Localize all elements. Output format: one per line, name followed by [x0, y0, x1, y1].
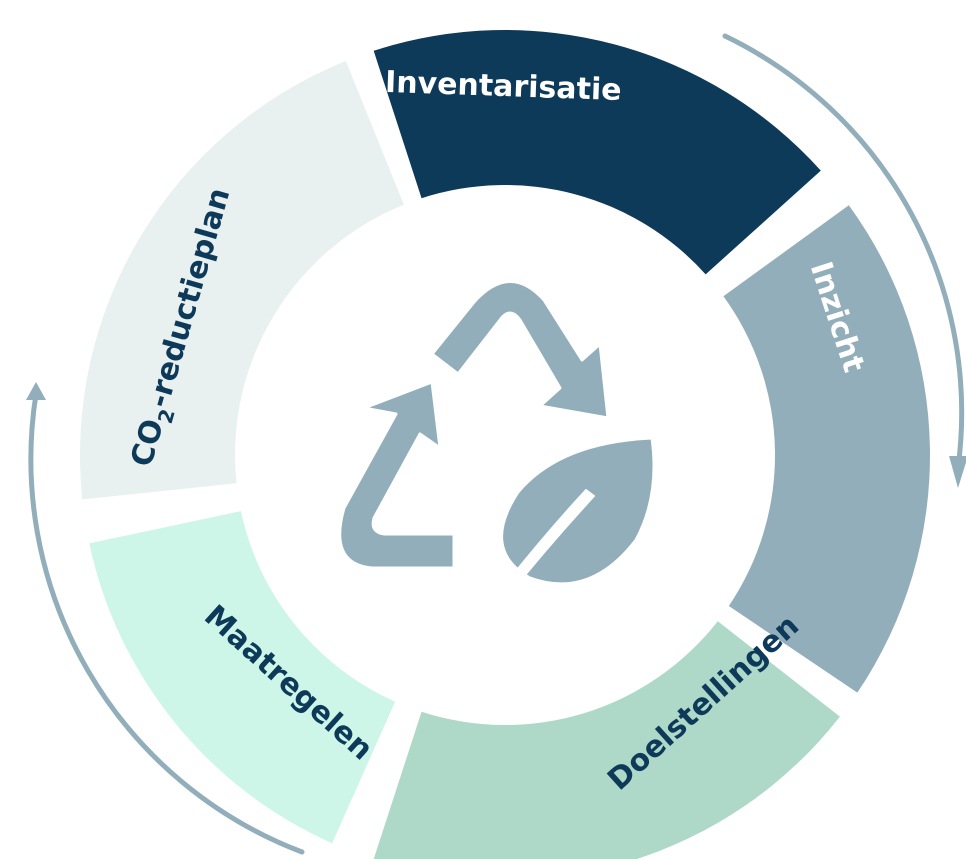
segment-inzicht	[723, 205, 930, 693]
right-cycle-arrow-icon	[722, 33, 966, 488]
cycle-ring	[79, 30, 930, 859]
segment-maatregelen	[89, 511, 396, 844]
segment-co2-reductieplan	[79, 60, 404, 500]
segment-inventarisatie	[373, 30, 821, 275]
recycle-leaf-icon	[338, 280, 656, 597]
segment-label-inventarisatie: Inventarisatie	[385, 65, 623, 108]
segment-doelstellingen	[373, 621, 840, 859]
left-cycle-arrow-icon	[26, 382, 305, 855]
